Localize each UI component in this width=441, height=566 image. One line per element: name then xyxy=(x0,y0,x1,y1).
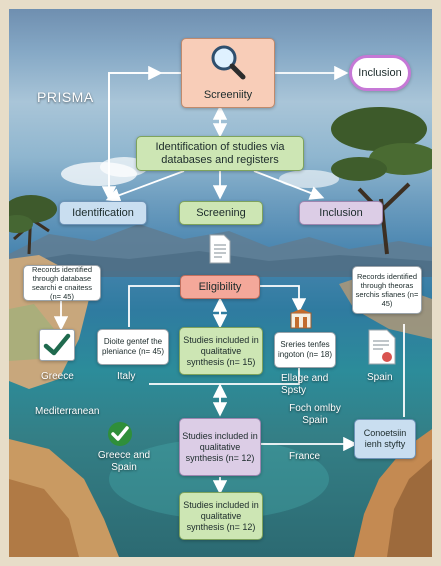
studies-included-2-label: Studies included in qualitative synthesi… xyxy=(182,430,258,463)
place-greece-spain: Greece and Spain xyxy=(97,450,151,473)
studies-included-3-box: Studies included in qualitative synthesi… xyxy=(179,492,263,540)
records-other-label: Records identified through theoras serch… xyxy=(355,272,419,308)
eligibility-label: Eligibility xyxy=(198,281,242,293)
inclusion-top-node: Inclusion xyxy=(349,55,411,91)
screening-label: Screening xyxy=(196,207,246,219)
studies-included-1-box: Studies included in qualitative synthesi… xyxy=(179,327,263,375)
inclusion-top-label: Inclusion xyxy=(358,67,402,79)
eligibility-box: Eligibility xyxy=(180,275,260,299)
place-france: France xyxy=(289,451,321,462)
screening-box: Screening xyxy=(179,201,263,225)
identification-label: Identification xyxy=(72,207,134,219)
flow-arrows xyxy=(53,65,405,495)
place-italy: Italy xyxy=(117,371,136,382)
identification-box: Identification xyxy=(59,201,147,225)
records-db-label: Records identified through database sear… xyxy=(31,265,93,301)
studies-included-2-box: Studies included in qualitative synthesi… xyxy=(179,418,261,476)
place-greece: Greece xyxy=(41,371,74,382)
place-ellage: Ellage and Spsty xyxy=(281,373,329,396)
place-spain: Spain xyxy=(367,372,393,383)
identification-via-box: Identification of studies via databases … xyxy=(136,136,304,171)
magnifier-icon xyxy=(211,45,246,80)
place-foch: Foch omlby Spain xyxy=(289,403,341,426)
studies-included-3-label: Studies included in qualitative synthesi… xyxy=(183,499,259,532)
dioite-box: Dioite gentef the pleniance (n= 45) xyxy=(97,329,169,365)
greece-check-card xyxy=(39,329,75,361)
prisma-poster: PRISMA Screeniity Inclusion Identificati… xyxy=(9,9,432,557)
conoetsiin-label: Conoetsiin ienh styfty xyxy=(363,428,407,449)
inclusion-label: Inclusion xyxy=(319,207,363,219)
report-icon xyxy=(368,329,396,365)
records-db-box: Records identified through database sear… xyxy=(23,265,101,301)
conoetsiin-box: Conoetsiin ienh styfty xyxy=(354,419,416,459)
series-box: Sreries tenfes ingoton (n= 18) xyxy=(274,332,336,368)
inclusion-box: Inclusion xyxy=(299,201,383,225)
identification-via-label: Identification of studies via databases … xyxy=(155,140,285,166)
records-other-box: Records identified through theoras serch… xyxy=(352,266,422,314)
diagram-title: PRISMA xyxy=(37,89,94,105)
studies-included-1-label: Studies included in qualitative synthesi… xyxy=(183,334,259,367)
place-mediterranean: Mediterranean xyxy=(35,406,100,417)
dioite-label: Dioite gentef the pleniance (n= 45) xyxy=(101,337,165,356)
checkmark-icon xyxy=(43,333,71,356)
document-icon xyxy=(209,234,231,264)
series-label: Sreries tenfes ingoton (n= 18) xyxy=(277,340,333,359)
checkmark-icon xyxy=(108,422,132,446)
screening-top-label: Screeniity xyxy=(203,89,253,101)
gate-icon xyxy=(290,309,312,329)
